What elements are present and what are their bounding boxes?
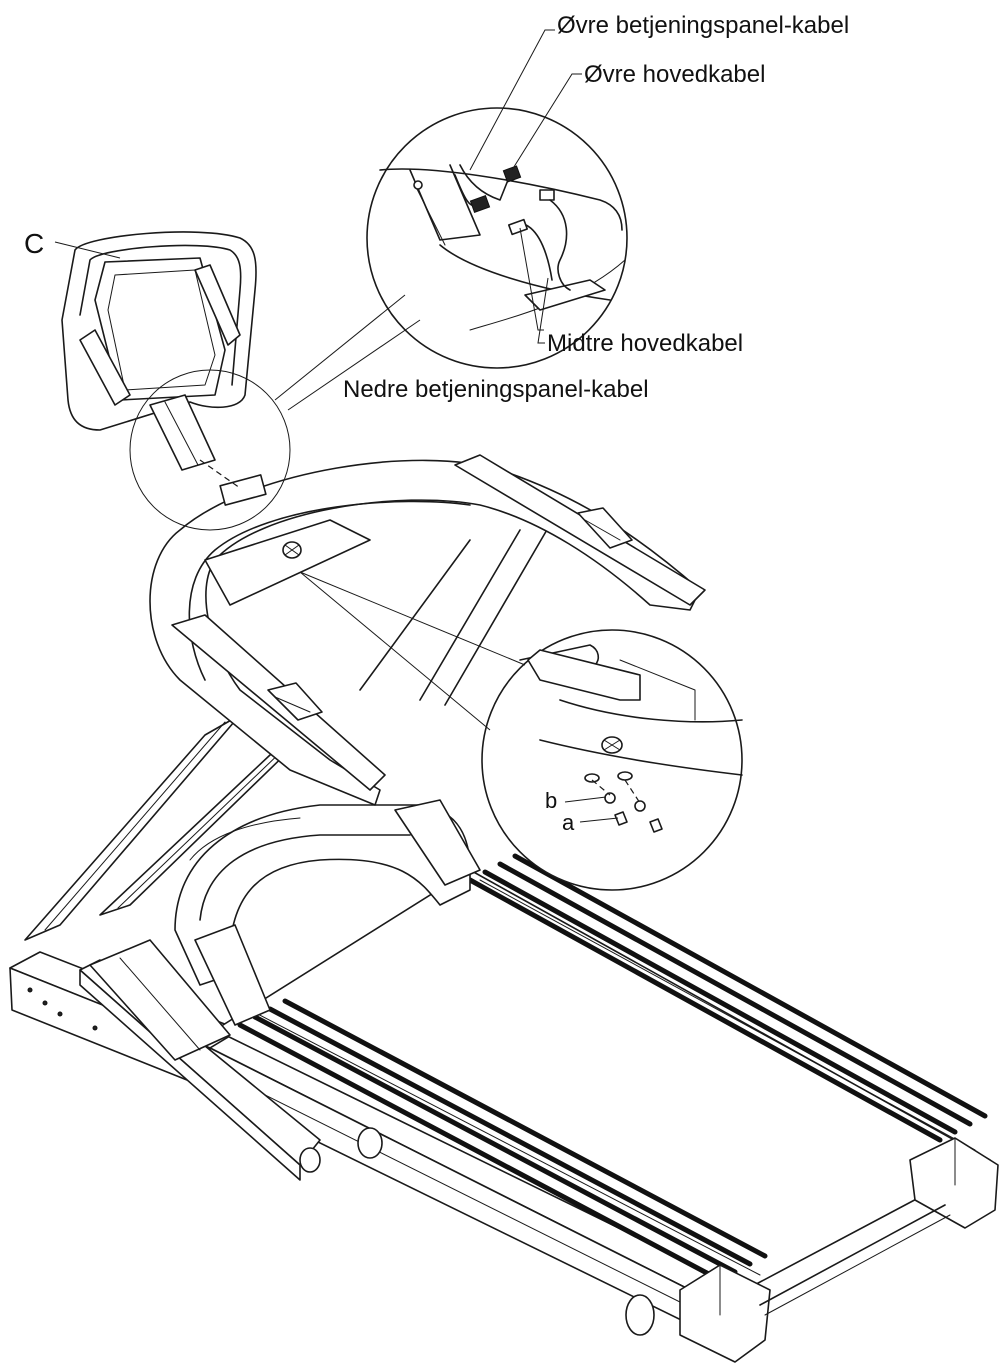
label-middle-main-cable: Midtre hovedkabel bbox=[547, 330, 744, 357]
label-part-c: C bbox=[24, 228, 45, 259]
label-lower-console-cable: Nedre betjeningspanel-kabel bbox=[343, 376, 649, 403]
label-leader-lines bbox=[54, 29, 619, 823]
screw-detail-circle bbox=[481, 629, 743, 891]
callout-line bbox=[287, 319, 421, 411]
label-part-a: a bbox=[562, 810, 575, 835]
handlebar-assembly bbox=[149, 454, 706, 806]
motor-hood bbox=[174, 799, 481, 1026]
treadmill-base bbox=[9, 853, 999, 1363]
label-upper-main-cable: Øvre hovedkabel bbox=[584, 61, 766, 88]
console-connection-callout bbox=[129, 369, 291, 531]
callout-line bbox=[299, 571, 491, 731]
callout-line bbox=[299, 571, 526, 666]
console-display bbox=[61, 231, 257, 489]
label-part-b: b bbox=[545, 788, 558, 813]
callout-line bbox=[274, 294, 406, 401]
label-upper-console-cable: Øvre betjeningspanel-kabel bbox=[557, 12, 850, 39]
cable-detail-circle bbox=[366, 107, 628, 369]
